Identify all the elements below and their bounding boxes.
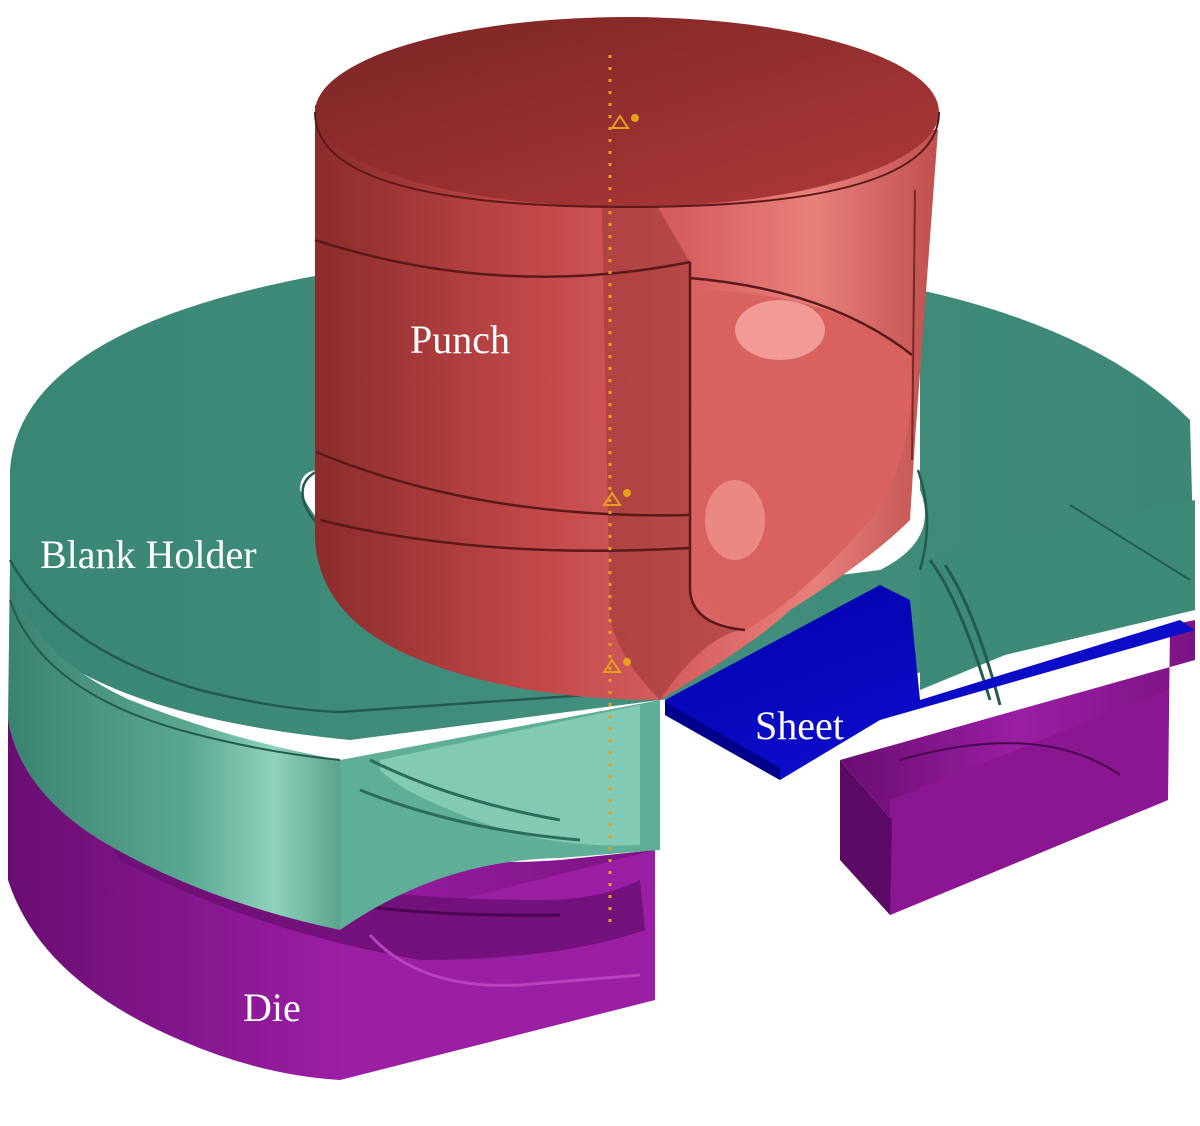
punch-dome-highlight-2 bbox=[705, 480, 765, 560]
punch-seam-upper bbox=[314, 238, 913, 356]
punch-dome-highlight bbox=[735, 300, 825, 360]
blank-holder-hole-rim-right bbox=[916, 469, 929, 571]
blank-holder-outer-side bbox=[8, 560, 340, 930]
symmetry-axis bbox=[602, 55, 639, 925]
blank-holder-right-side bbox=[920, 500, 1195, 690]
punch-label: Punch bbox=[410, 317, 510, 362]
die-right-inner-wall bbox=[840, 760, 892, 915]
die-right-front-face bbox=[890, 690, 1168, 915]
punch-cut-edge bbox=[688, 262, 746, 632]
blank-holder-groove-2 bbox=[359, 788, 581, 842]
punch-seam-lower bbox=[319, 518, 691, 552]
sheet bbox=[665, 585, 1195, 780]
die-right-edge-line bbox=[899, 742, 1121, 776]
punch-right-edge bbox=[911, 189, 916, 461]
blank-holder-rim-line bbox=[9, 599, 341, 761]
punch-top-rim bbox=[314, 111, 940, 209]
blank-holder-top-edge bbox=[8, 559, 661, 714]
reference-point-marker-top bbox=[610, 114, 639, 129]
sheet-label: Sheet bbox=[755, 703, 844, 748]
punch-top-face bbox=[315, 17, 939, 207]
punch bbox=[314, 17, 940, 700]
blank-holder-cut-highlight bbox=[380, 705, 640, 846]
blank-holder-label: Blank Holder bbox=[40, 532, 257, 577]
blank-holder-right-line bbox=[1069, 504, 1191, 581]
blank-holder-groove-1 bbox=[369, 758, 561, 822]
blank-holder-right-groove bbox=[928, 559, 992, 701]
sheet-top bbox=[665, 585, 1195, 780]
punch-seam-middle bbox=[315, 450, 691, 517]
sheet-front-edge bbox=[665, 702, 780, 780]
die-groove-line-2 bbox=[368, 933, 641, 987]
die-label: Die bbox=[243, 985, 301, 1030]
reference-point-marker-lower bbox=[602, 658, 631, 673]
punch-cut-inner bbox=[600, 110, 740, 700]
die-inner-groove bbox=[95, 810, 645, 960]
reference-point-marker-middle bbox=[602, 489, 631, 506]
